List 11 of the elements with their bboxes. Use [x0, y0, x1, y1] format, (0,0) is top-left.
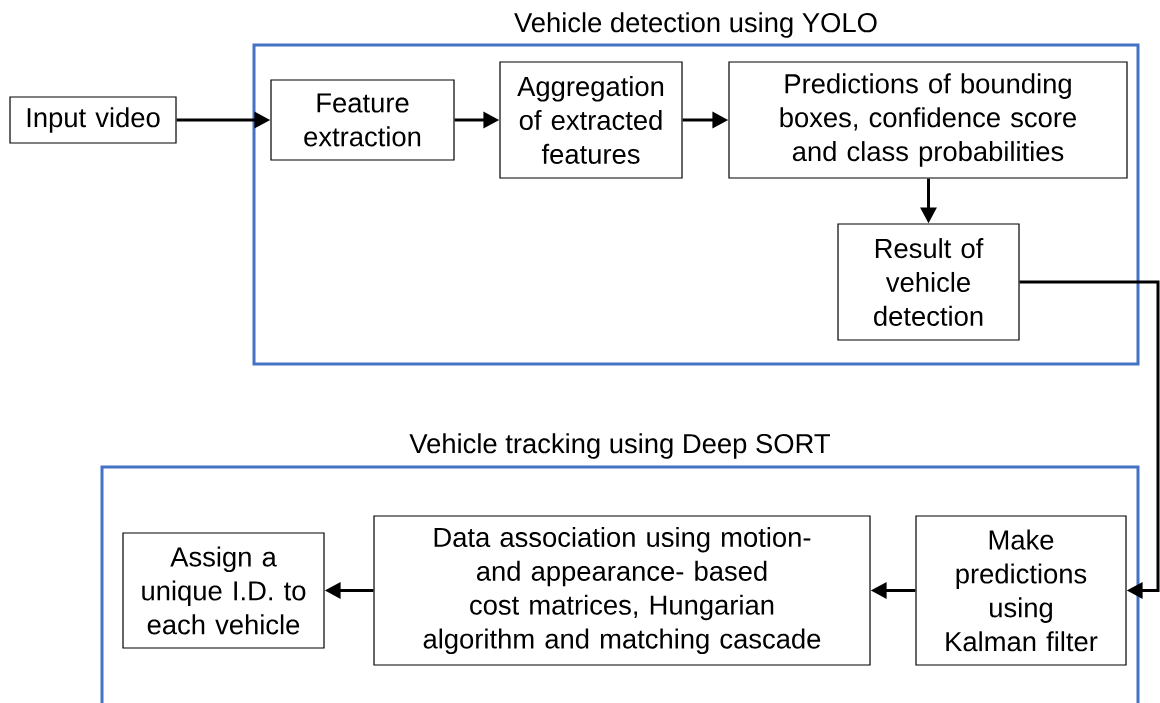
process-box: Feature extraction	[270, 79, 455, 161]
process-box: Data association using motion- and appearance- based cost matrices, Hungarian algorithm and matching cascade	[373, 515, 871, 666]
process-box: Make predictions using Kalman filter	[915, 515, 1127, 666]
process-box: Predictions of bounding boxes, confidence score and class probabilities	[728, 61, 1128, 179]
process-box: Assign a unique I.D. to each vehicle	[122, 532, 325, 649]
group-title: Vehicle tracking using Deep SORT	[409, 433, 830, 459]
group-title: Vehicle detection using YOLO	[514, 12, 877, 38]
process-box: Input video	[9, 96, 177, 144]
arrow	[1019, 280, 1160, 599]
process-box: Result of vehicle detection	[837, 223, 1020, 341]
process-box: Aggregation of extracted features	[499, 61, 683, 179]
